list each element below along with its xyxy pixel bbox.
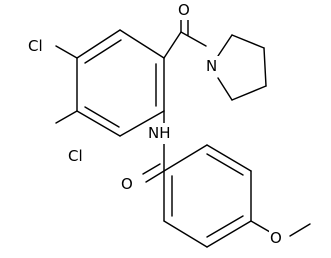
bond <box>206 144 252 172</box>
bond <box>55 110 78 124</box>
bond <box>163 220 208 248</box>
chlorine-label-bottom: Cl <box>68 147 83 165</box>
bond <box>250 220 271 233</box>
bond <box>206 215 244 238</box>
bond <box>217 77 233 101</box>
label-mask <box>177 1 193 20</box>
pyrrolidine-nitrogen-label: N <box>206 57 217 75</box>
bond <box>119 110 165 137</box>
bond <box>206 220 252 248</box>
bond <box>263 47 267 87</box>
bond <box>76 29 121 59</box>
amide-nh-label: NH <box>148 124 171 142</box>
bond <box>119 29 165 59</box>
label-mask <box>205 56 223 77</box>
bond <box>163 144 208 172</box>
bond <box>217 34 233 57</box>
bond <box>231 34 265 49</box>
label-mask <box>147 123 179 144</box>
chlorine-label-top: Cl <box>28 37 43 55</box>
bond <box>76 110 121 137</box>
bond <box>145 170 165 183</box>
bond <box>163 31 182 59</box>
bond <box>206 153 244 176</box>
bond <box>289 223 311 237</box>
bond-lines <box>55 18 311 248</box>
methoxy-oxygen-label: O <box>270 229 282 247</box>
bond <box>84 39 122 64</box>
amide-oxygen-label: O <box>121 175 133 193</box>
label-mask <box>120 173 140 195</box>
carbonyl-oxygen-label-top: O <box>178 1 190 19</box>
bond <box>84 106 120 128</box>
label-mask <box>27 35 55 56</box>
bond <box>231 85 267 101</box>
bond <box>180 31 207 47</box>
bond <box>142 163 161 175</box>
atom-labels: Cl Cl O N NH O O <box>27 1 289 248</box>
label-mask <box>269 227 289 248</box>
bond <box>55 45 78 59</box>
label-mask <box>67 145 93 166</box>
